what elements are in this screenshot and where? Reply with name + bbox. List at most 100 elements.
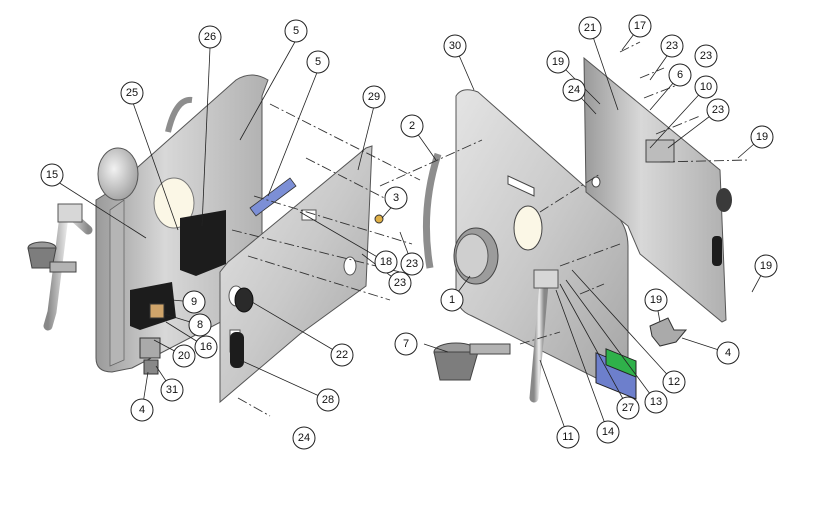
balloon-label: 19 xyxy=(760,260,772,272)
balloon-label: 12 xyxy=(668,376,680,388)
part-balloon-15: 15 xyxy=(40,163,64,187)
balloon-label: 23 xyxy=(394,277,406,289)
pcb-board xyxy=(645,139,675,163)
part-balloon-20: 20 xyxy=(172,344,196,368)
rear-hole xyxy=(591,176,601,188)
balloon-label: 27 xyxy=(622,402,634,414)
rear-slot xyxy=(712,236,722,266)
balloon-circle xyxy=(160,378,184,402)
balloon-label: 29 xyxy=(368,91,380,103)
part-balloon-7: 7 xyxy=(394,332,418,356)
gauge-1-face xyxy=(455,233,489,279)
housing-face-left xyxy=(109,199,125,367)
balloon-circle xyxy=(660,34,684,58)
balloon-label: 5 xyxy=(315,56,321,68)
balloon-label: 5 xyxy=(293,25,299,37)
part-balloon-27: 27 xyxy=(616,396,640,420)
part-balloon-19: 19 xyxy=(754,254,778,278)
cup-body-7 xyxy=(433,351,479,381)
part-balloon-26: 26 xyxy=(198,25,222,49)
balloon-label: 11 xyxy=(562,431,573,443)
balloon-circle xyxy=(182,290,206,314)
balloon-circle xyxy=(330,343,354,367)
balloon-circle xyxy=(556,425,580,449)
balloon-label: 6 xyxy=(677,69,683,81)
part-balloon-23: 23 xyxy=(694,44,718,68)
balloon-circle xyxy=(440,288,464,312)
balloon-circle xyxy=(198,25,222,49)
balloon-label: 14 xyxy=(602,426,614,438)
balloon-circle xyxy=(562,78,586,102)
handle-fitting-right xyxy=(533,269,559,289)
balloon-circle xyxy=(668,63,692,87)
balloon-circle xyxy=(316,388,340,412)
part-balloon-10: 10 xyxy=(694,75,718,99)
balloon-label: 23 xyxy=(700,50,712,62)
part-balloon-13: 13 xyxy=(644,390,668,414)
slot-28 xyxy=(230,332,244,368)
handle-fitting-left xyxy=(57,203,83,223)
balloon-label: 31 xyxy=(166,384,178,396)
balloon-label: 25 xyxy=(126,87,138,99)
part-balloon-5: 5 xyxy=(306,50,330,74)
hose-2 xyxy=(422,152,442,269)
hose-top xyxy=(165,96,193,133)
balloon-label: 28 xyxy=(322,394,334,406)
balloon-label: 4 xyxy=(139,404,145,416)
balloon-label: 23 xyxy=(406,258,418,270)
balloon-label: 24 xyxy=(568,84,580,96)
part-balloon-11: 11 xyxy=(556,425,580,449)
balloon-circle xyxy=(694,44,718,68)
balloon-label: 8 xyxy=(197,319,203,331)
spout-left xyxy=(49,261,77,273)
part-balloon-4: 4 xyxy=(130,398,154,422)
part-balloon-23: 23 xyxy=(388,271,412,295)
connector-bottom-2 xyxy=(143,359,159,375)
balloon-label: 22 xyxy=(336,349,348,361)
grommet-22 xyxy=(234,287,254,313)
part-balloon-24: 24 xyxy=(292,426,316,450)
balloon-circle xyxy=(384,186,408,210)
balloon-circle xyxy=(644,288,668,312)
balloon-label: 3 xyxy=(393,192,399,204)
part-balloon-29: 29 xyxy=(362,85,386,109)
balloon-circle xyxy=(400,114,424,138)
part-balloon-3: 3 xyxy=(384,186,408,210)
balloon-label: 19 xyxy=(650,294,662,306)
part-balloon-5: 5 xyxy=(284,19,308,43)
balloon-circle xyxy=(616,396,640,420)
part-balloon-4: 4 xyxy=(716,341,740,365)
balloon-label: 15 xyxy=(46,169,58,181)
balloon-circle xyxy=(706,98,730,122)
part-balloon-25: 25 xyxy=(120,81,144,105)
part-balloon-12: 12 xyxy=(662,370,686,394)
balloon-circle xyxy=(578,16,602,40)
connector-bottom xyxy=(139,337,161,359)
balloon-circle xyxy=(662,370,686,394)
motor-block xyxy=(180,210,226,276)
balloon-label: 10 xyxy=(700,81,712,93)
balloon-circle xyxy=(374,250,398,274)
part-balloon-28: 28 xyxy=(316,388,340,412)
balloon-circle xyxy=(400,252,424,276)
balloon-circle xyxy=(754,254,778,278)
balloon-label: 24 xyxy=(298,432,310,444)
balloon-label: 9 xyxy=(191,296,197,308)
balloon-circle xyxy=(750,125,774,149)
balloon-label: 4 xyxy=(725,347,731,359)
part-balloon-24: 24 xyxy=(562,78,586,102)
handle-pipe-11 xyxy=(529,279,549,403)
balloon-circle xyxy=(596,420,620,444)
part-balloon-30: 30 xyxy=(443,34,467,58)
balloon-label: 17 xyxy=(634,20,646,32)
balloon-circle xyxy=(188,313,212,337)
balloon-label: 18 xyxy=(380,256,392,268)
balloon-circle xyxy=(292,426,316,450)
part-balloon-23: 23 xyxy=(400,252,424,276)
balloon-label: 30 xyxy=(449,40,461,52)
balloon-circle xyxy=(628,14,652,38)
part-balloon-8: 8 xyxy=(188,313,212,337)
part-balloon-6: 6 xyxy=(668,63,692,87)
